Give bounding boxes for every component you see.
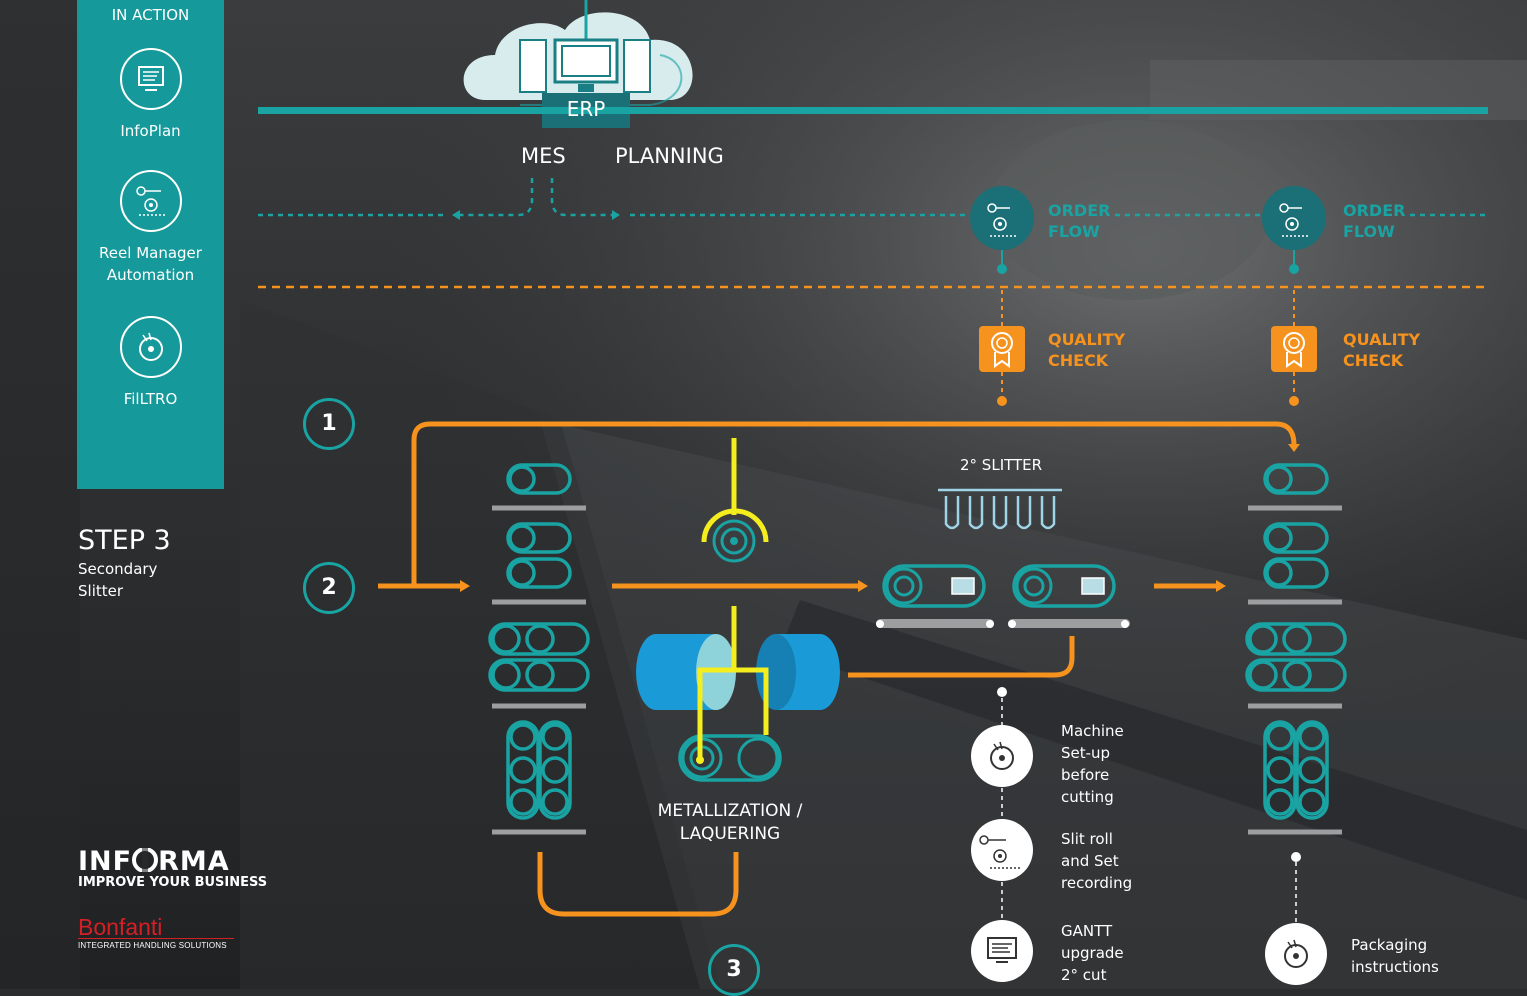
logo-tagline: IMPROVE YOUR BUSINESS (78, 875, 268, 890)
step-heading: STEP 3 Secondary Slitter (78, 524, 171, 602)
quality-badge-icon (979, 326, 1025, 372)
disc-icon (971, 725, 1033, 787)
erp-system-icon (519, 38, 651, 93)
filtro-icon (119, 316, 182, 378)
reel-stack-right (1245, 463, 1347, 835)
tool-label: Automation (106, 266, 195, 284)
tools-panel: IN ACTION InfoPlan Reel Manager (77, 0, 224, 489)
panel-header: IN ACTION (111, 6, 190, 24)
tool-filtro[interactable]: FilLTRO (77, 316, 224, 410)
logo-mark-icon (132, 847, 159, 873)
tool-label: FilLTRO (123, 390, 178, 408)
tool-label: Reel Manager (99, 244, 202, 262)
erp-label: ERP (566, 97, 606, 121)
step-number-1: 1 (303, 398, 355, 450)
step-number-2: 2 (303, 562, 355, 614)
informa-logo: INF RMA IMPROVE YOUR BUSINESS (78, 846, 267, 890)
tool-label: InfoPlan (120, 122, 181, 140)
metallization-machine (636, 438, 840, 782)
monitor-icon (119, 48, 182, 110)
order-flow-icon (1262, 186, 1326, 250)
reel-manager-icon (971, 819, 1033, 881)
step-subtitle-2: Slitter (78, 582, 124, 600)
reel-manager-icon (119, 170, 182, 232)
slitter-blades (938, 488, 1062, 530)
slitter-label: 2° SLITTER (960, 456, 1043, 474)
tool-reel-manager[interactable]: Reel Manager Automation (77, 170, 224, 286)
metallization-label: METALLIZATION / LAQUERING (657, 801, 803, 844)
slitter-unit-2 (1008, 564, 1130, 628)
bonfanti-logo: Bonfanti INTEGRATED HANDLING SOLUTIONS (78, 914, 234, 950)
step-number-3: 3 (708, 944, 760, 996)
planning-label: PLANNING (615, 144, 724, 168)
step-title: STEP 3 (78, 525, 171, 556)
mes-label: MES (521, 144, 566, 168)
monitor-icon (971, 920, 1033, 982)
logo-text: INF (78, 846, 133, 877)
logo-text: RMA (158, 846, 230, 877)
order-flow-icon (970, 186, 1034, 250)
disc-icon (1265, 923, 1327, 985)
reel-stack-left (488, 463, 590, 835)
slitter-unit-1 (876, 564, 994, 628)
partner-name: Bonfanti (78, 914, 163, 940)
tool-infoplan[interactable]: InfoPlan (77, 48, 224, 142)
partner-tagline: INTEGRATED HANDLING SOLUTIONS (78, 938, 234, 950)
step-subtitle-1: Secondary (78, 560, 158, 578)
quality-badge-icon (1271, 326, 1317, 372)
